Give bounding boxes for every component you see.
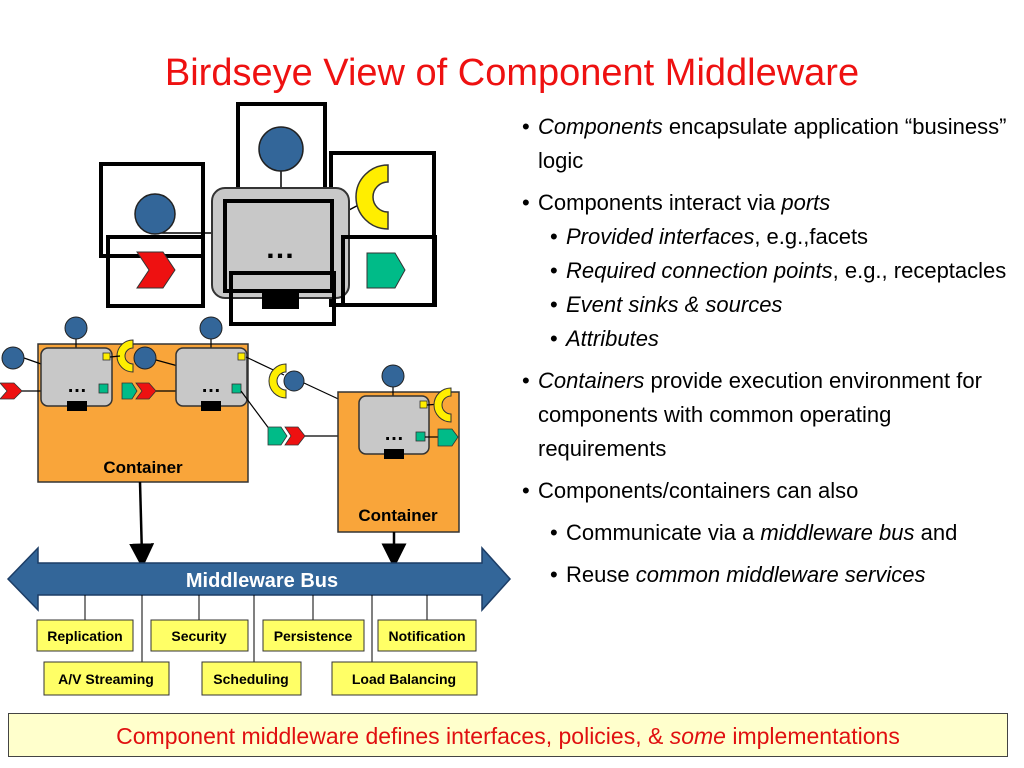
sub-bullet-required-connection-points: Required connection points, e.g., recept… (550, 254, 1017, 288)
bullet-containers: Containers provide execution environment… (522, 364, 1017, 466)
footer-text: implementations (725, 723, 900, 749)
receptacle-cup-icon (355, 164, 389, 230)
sub-bullet-reuse: Reuse common middleware services (550, 558, 1017, 592)
receptacle-cup-icon (116, 339, 134, 373)
attribute-box (229, 271, 336, 326)
footer-summary: Component middleware defines interfaces,… (8, 713, 1008, 757)
event-source-pentagon-icon (267, 426, 288, 446)
bullet-text: Components interact via (538, 190, 782, 215)
component-ellipsis: … (384, 423, 404, 445)
bullet-text: Communicate via a (566, 520, 761, 545)
container-left-label: Container (103, 458, 183, 477)
sub-bullet-attributes: Attributes (550, 322, 1017, 356)
receptacle-port-icon (102, 352, 111, 361)
sub-bullet-communicate: Communicate via a middleware bus and (550, 516, 1017, 550)
sub-bullet-event-sinks-sources: Event sinks & sources (550, 288, 1017, 322)
attribute-circle-icon (381, 364, 405, 388)
facet-circle-icon (1, 346, 25, 370)
footer-text: Component middleware defines interfaces,… (116, 723, 670, 749)
bullet-text: Reuse (566, 562, 636, 587)
bullet-components: Components encapsulate application “busi… (522, 110, 1017, 178)
bullet-can-also: Components/containers can also (522, 474, 1017, 508)
component-ellipsis: … (201, 375, 221, 397)
receptacle-cup-icon (268, 363, 287, 399)
receptacle-cup-icon (433, 387, 452, 423)
service-box (36, 619, 134, 652)
service-av-streaming: A/V Streaming (58, 671, 154, 687)
event-source-pentagon-icon (437, 428, 459, 447)
attribute-circle-icon (258, 126, 304, 172)
bullet-term: Components (538, 114, 663, 139)
receptacle-port-icon (419, 400, 428, 409)
large-component-figure: … (99, 102, 437, 326)
container-left: … … Container (0, 316, 249, 483)
service-box (150, 619, 249, 652)
attribute-block (201, 401, 221, 411)
bullet-text: provide execution environment for compon… (538, 368, 982, 461)
attribute-circle-icon (199, 316, 223, 340)
receptacle-port-icon (237, 352, 246, 361)
bullet-term: Provided interfaces (566, 224, 755, 249)
service-replication: Replication (47, 628, 122, 644)
attribute-circle-icon (64, 316, 88, 340)
footer-emphasis: some (669, 723, 726, 749)
page-title: Birdseye View of Component Middleware (164, 52, 860, 94)
bullet-text: Components/containers can also (538, 478, 859, 503)
services-row-2: A/V Streaming Scheduling Load Balancing (43, 661, 478, 696)
event-sink-box (106, 235, 205, 308)
event-source-port-icon (415, 431, 426, 442)
event-source-pentagon-icon (366, 252, 406, 289)
attribute-block (384, 449, 404, 459)
container-right-label: Container (358, 506, 438, 525)
container-right: … Container (337, 364, 460, 533)
event-sink-arrow-icon (284, 426, 306, 446)
facet-circle-icon (134, 193, 176, 235)
bullet-term: ports (781, 190, 831, 215)
service-box (331, 661, 478, 696)
facet-circle-icon (283, 370, 305, 392)
service-box (43, 661, 170, 696)
event-sink-arrow-icon (135, 382, 157, 400)
services-row-1: Replication Security Persistence Notific… (36, 619, 477, 652)
bullet-ports: Components interact via ports (522, 186, 1017, 220)
service-security: Security (171, 628, 226, 644)
container-to-bus-arrow (129, 481, 155, 569)
sub-bullet-provided-interfaces: Provided interfaces, e.g.,facets (550, 220, 1017, 254)
service-box (201, 661, 302, 696)
bullet-term: common middleware services (635, 562, 926, 587)
facet-circle-icon (133, 346, 157, 370)
bullet-text: encapsulate application “business” logic (538, 114, 1007, 173)
bullet-term: Event sinks & sources (566, 292, 783, 317)
event-source-port-icon (231, 383, 242, 394)
middleware-bus: Middleware Bus Replication Security Pers… (6, 546, 512, 696)
middleware-bus-label: Middleware Bus (186, 570, 338, 592)
service-box (262, 619, 365, 652)
service-load-balancing: Load Balancing (352, 671, 456, 687)
bullet-text: , e.g., receptacles (832, 258, 1007, 283)
bullet-term: Required connection points (566, 258, 833, 283)
bullet-text: , e.g.,facets (754, 224, 869, 249)
event-sink-arrow-icon (136, 251, 176, 289)
service-scheduling: Scheduling (213, 671, 288, 687)
service-persistence: Persistence (274, 628, 353, 644)
event-sink-arrow-icon (0, 382, 23, 400)
component-ellipsis: … (265, 232, 295, 265)
event-source-box (341, 235, 437, 307)
bullet-term: Attributes (566, 326, 659, 351)
bullet-term: middleware bus (760, 520, 915, 545)
attribute-block (67, 401, 87, 411)
component-ellipsis: … (67, 375, 87, 397)
middleware-bus-arrow (6, 546, 512, 612)
service-notification: Notification (389, 628, 466, 644)
service-box (377, 619, 477, 652)
event-source-port-icon (98, 383, 109, 394)
bullet-list: Components encapsulate application “busi… (522, 110, 1017, 592)
bullet-text: and (914, 520, 958, 545)
attribute-block (262, 290, 299, 309)
bus-connectors (84, 595, 428, 666)
event-source-pentagon-icon (121, 382, 138, 400)
bullet-term: Containers (538, 368, 645, 393)
